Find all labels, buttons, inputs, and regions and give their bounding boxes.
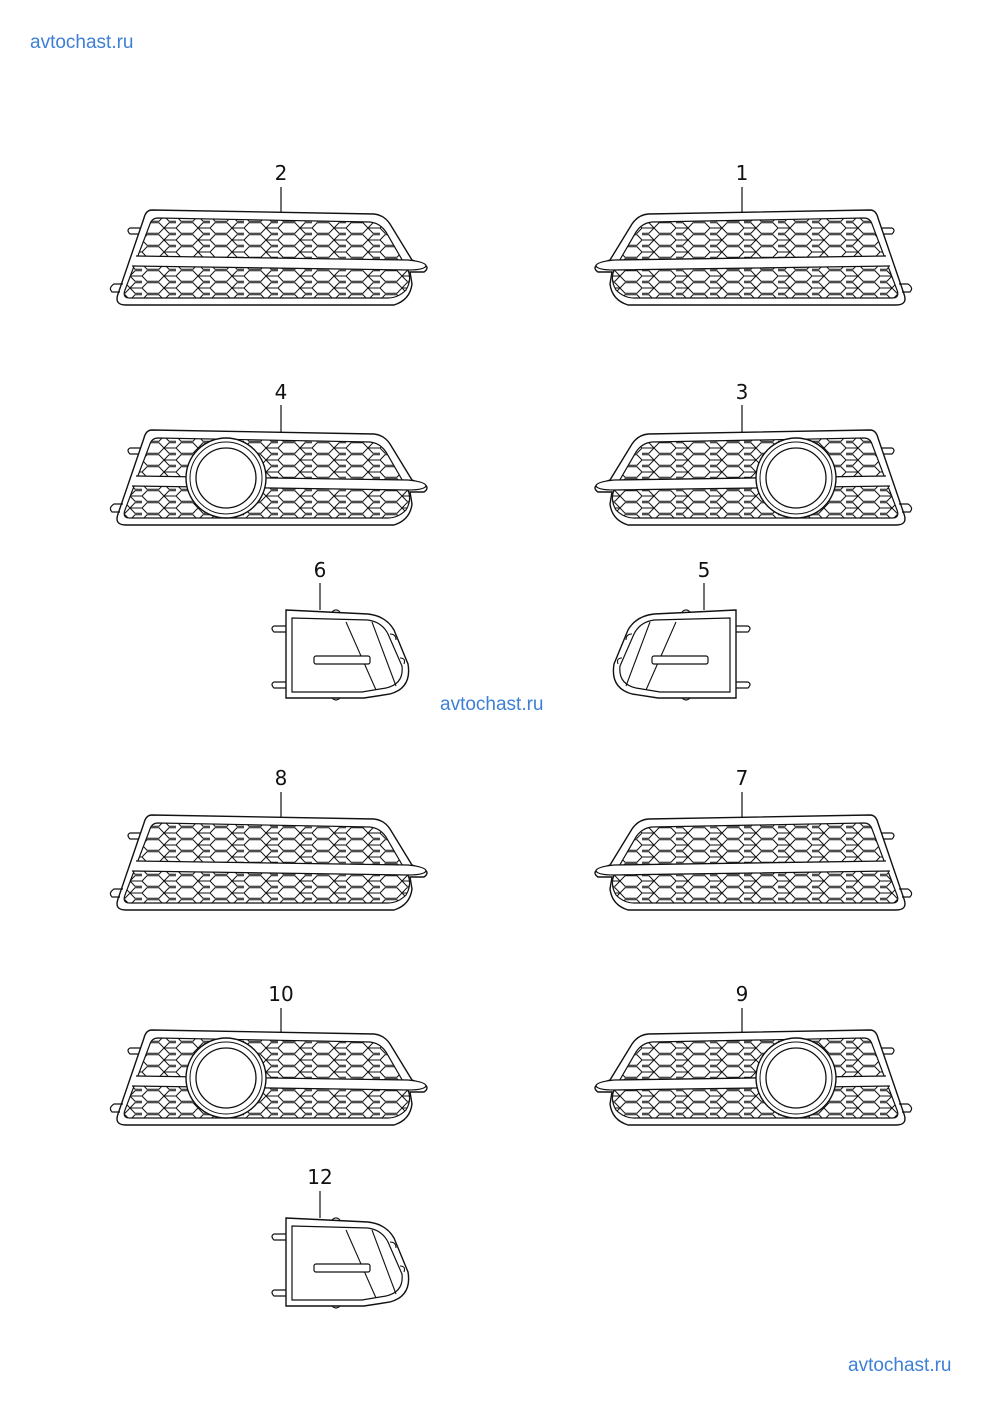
leader-lines (280, 187, 743, 1218)
part-8-grille (108, 815, 428, 911)
part-label-10: 10 (268, 982, 294, 1006)
part-label-4: 4 (274, 380, 288, 404)
watermark-top-left: avtochast.ru (30, 32, 134, 53)
part-label-7: 7 (735, 766, 749, 790)
part-9-grille-fog (594, 1030, 914, 1126)
part-label-3: 3 (735, 380, 749, 404)
part-10-grille-fog (108, 1030, 428, 1126)
part-4-grille-fog (108, 430, 428, 526)
part-12-cover (271, 1217, 410, 1309)
part-label-9: 9 (735, 982, 749, 1006)
part-label-5: 5 (697, 558, 711, 582)
part-7-grille (594, 815, 914, 911)
part-2-grille (108, 210, 428, 306)
watermark-center: avtochast.ru (440, 694, 544, 715)
part-5-cover (612, 609, 751, 701)
part-label-12: 12 (307, 1165, 333, 1189)
part-6-cover (271, 609, 410, 701)
part-label-8: 8 (274, 766, 288, 790)
part-label-1: 1 (735, 161, 749, 185)
part-label-6: 6 (313, 558, 327, 582)
part-label-2: 2 (274, 161, 288, 185)
part-1-grille (594, 210, 914, 306)
part-3-grille-fog (594, 430, 914, 526)
watermark-bottom-right: avtochast.ru (848, 1355, 952, 1376)
